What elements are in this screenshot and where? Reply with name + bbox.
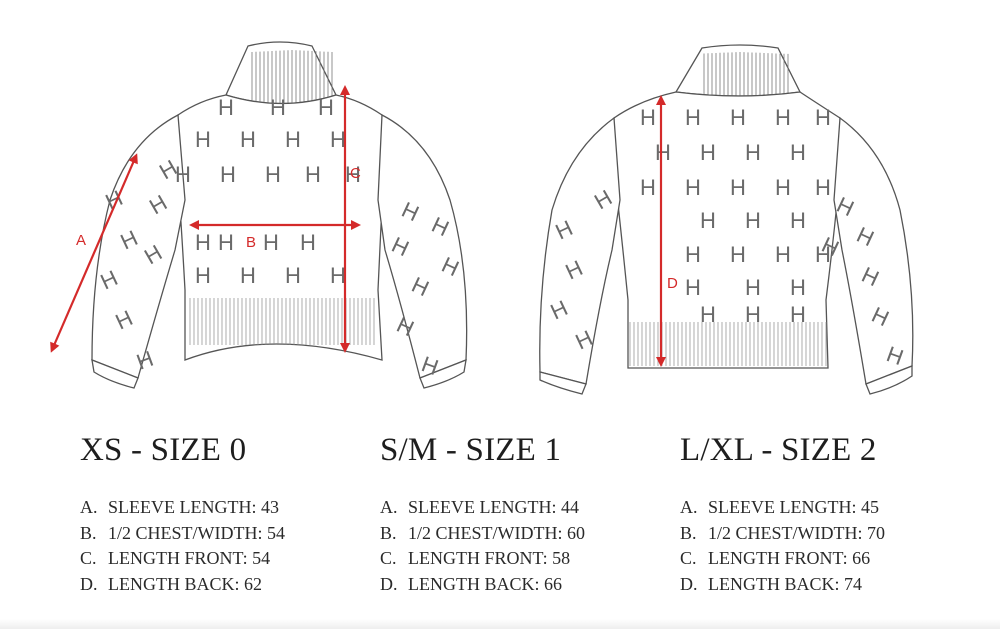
measurement-list: A.SLEEVE LENGTH: 44 B.1/2 CHEST/WIDTH: 6… (380, 495, 680, 597)
h-pattern-glyph: H (240, 263, 256, 288)
h-pattern-glyph: H (330, 127, 346, 152)
back-body (611, 91, 843, 369)
measurement-item: A.SLEEVE LENGTH: 43 (80, 497, 279, 517)
h-pattern-glyph: H (685, 175, 701, 200)
h-pattern-glyph: H (685, 242, 701, 267)
h-pattern-glyph: H (640, 175, 656, 200)
back-collar (674, 44, 801, 97)
arrow-a-sleeve-length (50, 153, 138, 353)
marker-a: A (76, 232, 86, 249)
h-pattern-glyph: H (775, 105, 791, 130)
h-pattern-glyph: H (790, 302, 806, 327)
h-pattern-glyph: H (300, 230, 316, 255)
h-pattern-glyph: H (640, 105, 656, 130)
h-pattern-glyph: H (775, 242, 791, 267)
h-pattern-glyph: H (220, 162, 236, 187)
h-pattern-glyph: H (218, 230, 234, 255)
measurement-item: C.LENGTH FRONT: 54 (80, 548, 271, 568)
measurement-item: D.LENGTH BACK: 74 (680, 573, 862, 594)
h-pattern-glyph: H (815, 242, 831, 267)
measurement-list: A.SLEEVE LENGTH: 43 B.1/2 CHEST/WIDTH: 5… (80, 495, 380, 597)
back-left-cuff (539, 371, 587, 395)
size-title: L/XL - SIZE 2 (680, 432, 877, 468)
front-collar-ribbing (251, 50, 333, 104)
h-pattern-glyph: H (745, 275, 761, 300)
marker-d: D (667, 275, 678, 292)
h-pattern-glyph: H (685, 275, 701, 300)
measurement-item: D.LENGTH BACK: 62 (80, 573, 262, 594)
h-pattern-glyph: H (730, 242, 746, 267)
front-hem-ribbing (189, 298, 375, 345)
h-pattern-glyph: H (330, 263, 346, 288)
h-pattern-glyph: H (745, 302, 761, 327)
h-pattern-glyph: H (195, 230, 211, 255)
h-pattern-glyph: H (790, 275, 806, 300)
h-pattern-glyph: H (218, 95, 234, 120)
h-pattern-glyph: H (730, 175, 746, 200)
h-pattern-glyph: H (285, 127, 301, 152)
h-pattern-glyph: H (285, 263, 301, 288)
h-pattern-glyph: H (195, 127, 211, 152)
h-pattern-glyph: H (790, 140, 806, 165)
measurement-item: A.SLEEVE LENGTH: 44 (380, 497, 579, 517)
h-pattern-glyph: H (240, 127, 256, 152)
h-pattern-glyph: H (815, 175, 831, 200)
h-pattern-glyph: H (175, 162, 191, 187)
h-pattern-glyph: H (195, 263, 211, 288)
h-pattern-glyph: H (790, 208, 806, 233)
h-pattern-glyph: H (265, 162, 281, 187)
h-pattern-glyph: H (700, 208, 716, 233)
bottom-divider (0, 619, 1000, 629)
h-pattern-glyph: H (775, 175, 791, 200)
back-right-sleeve (833, 116, 914, 385)
front-left-cuff (91, 358, 139, 389)
h-pattern-glyph: H (318, 95, 334, 120)
measurement-item: C.LENGTH FRONT: 66 (680, 548, 871, 568)
measurement-item: A.SLEEVE LENGTH: 45 (680, 497, 879, 517)
size-sm-column: S/M - SIZE 1 A.SLEEVE LENGTH: 44 B.1/2 C… (380, 432, 680, 597)
h-pattern-glyph: H (270, 95, 286, 120)
back-collar-ribbing (703, 52, 789, 96)
front-right-sleeve (377, 113, 468, 379)
measurement-item: C.LENGTH FRONT: 58 (380, 548, 571, 568)
h-pattern-glyph: H (745, 140, 761, 165)
h-pattern-glyph: H (700, 302, 716, 327)
h-pattern-glyph: H (655, 140, 671, 165)
measurement-item: B.1/2 CHEST/WIDTH: 70 (680, 522, 885, 543)
h-pattern-glyph: H (745, 208, 761, 233)
front-right-cuff (419, 358, 467, 389)
size-title: S/M - SIZE 1 (380, 432, 562, 468)
back-left-sleeve (539, 116, 621, 385)
front-arrows (50, 85, 361, 353)
h-pattern-glyph: H (685, 105, 701, 130)
size-title: XS - SIZE 0 (80, 432, 247, 468)
h-pattern-glyph: H (263, 230, 279, 255)
measurement-item: B.1/2 CHEST/WIDTH: 54 (80, 522, 285, 543)
h-pattern-glyph: H (730, 105, 746, 130)
marker-b: B (246, 234, 256, 251)
h-pattern-glyph: H (305, 162, 321, 187)
marker-c: C (350, 165, 361, 182)
measurement-item: B.1/2 CHEST/WIDTH: 60 (380, 522, 585, 543)
size-lxl-column: L/XL - SIZE 2 A.SLEEVE LENGTH: 45 B.1/2 … (680, 432, 980, 597)
h-pattern-glyph: H (815, 105, 831, 130)
measurement-item: D.LENGTH BACK: 66 (380, 573, 562, 594)
back-hem-ribbing (629, 322, 827, 366)
h-pattern-glyph: H (700, 140, 716, 165)
size-xs-column: XS - SIZE 0 A.SLEEVE LENGTH: 43 B.1/2 CH… (80, 432, 380, 597)
back-right-cuff (865, 365, 913, 395)
measurement-list: A.SLEEVE LENGTH: 45 B.1/2 CHEST/WIDTH: 7… (680, 495, 980, 597)
